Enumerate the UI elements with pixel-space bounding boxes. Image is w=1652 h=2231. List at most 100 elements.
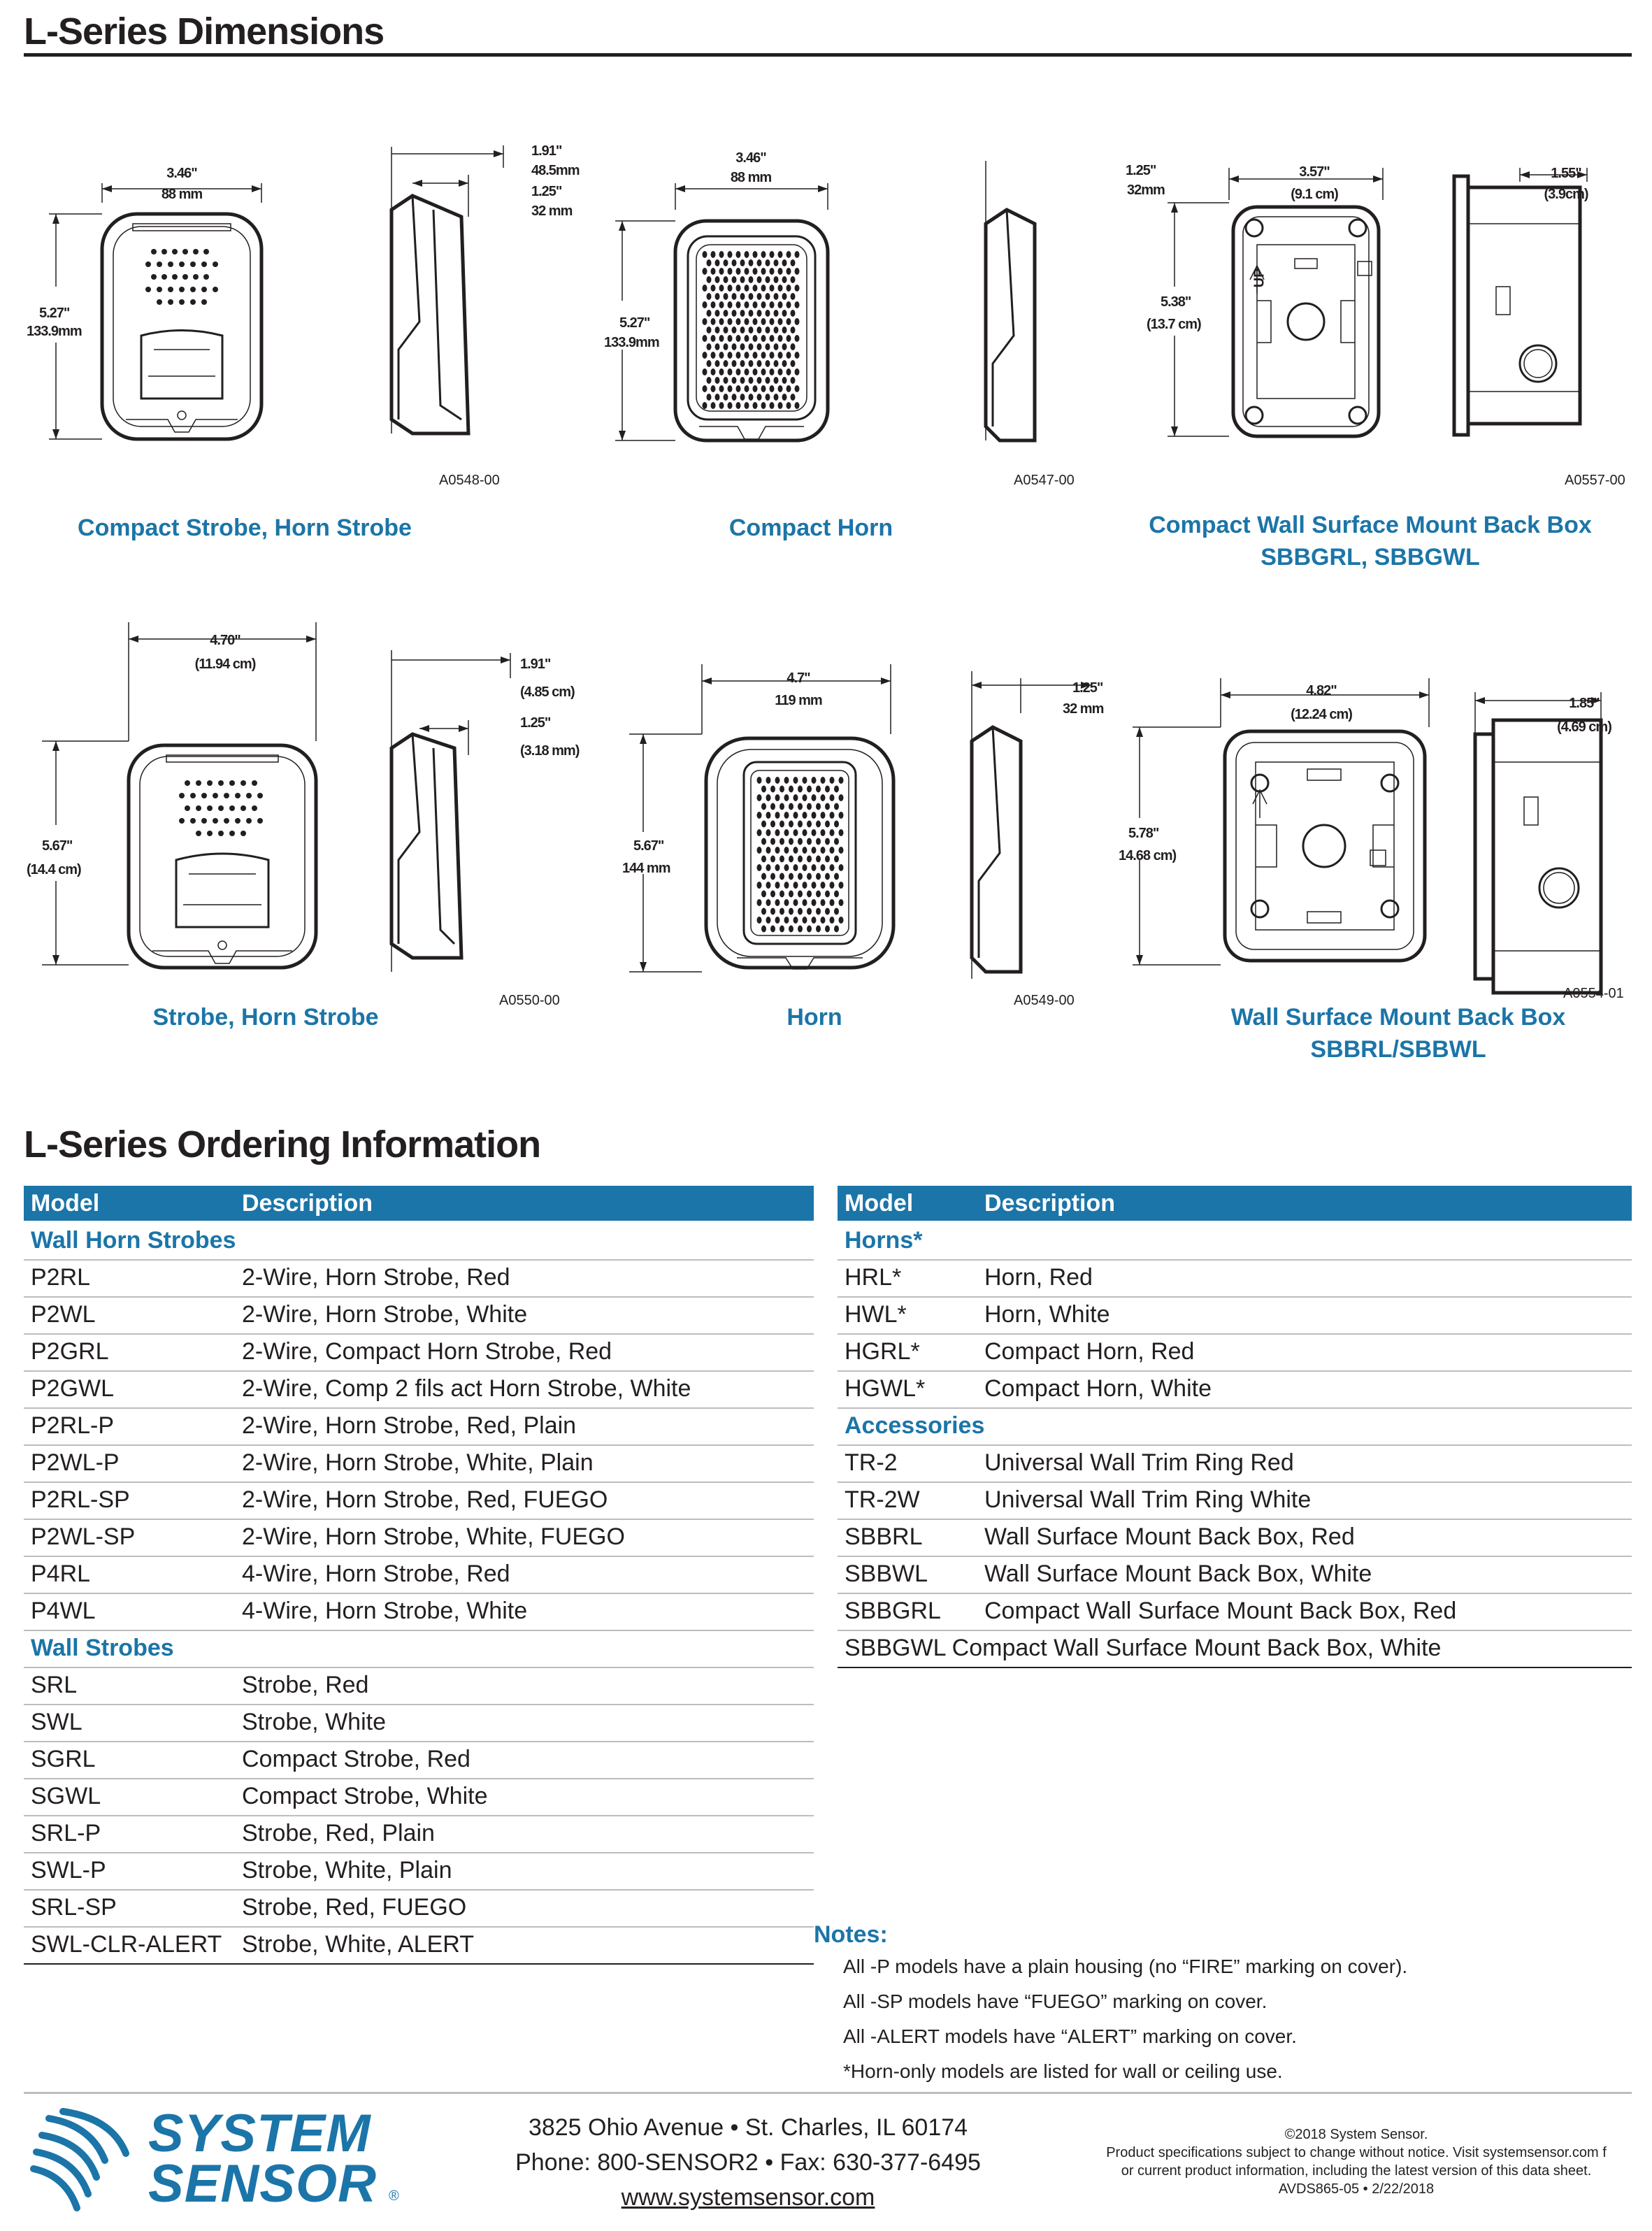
grille-hole bbox=[756, 829, 762, 836]
model-cell: P2WL bbox=[31, 1301, 96, 1328]
grille-hole bbox=[786, 352, 791, 359]
grille-hole bbox=[710, 402, 716, 409]
grille-hole bbox=[784, 847, 789, 854]
grille-hole bbox=[834, 820, 839, 828]
footer-website-link[interactable]: www.systemsensor.com bbox=[621, 2184, 875, 2211]
grille-hole bbox=[794, 251, 800, 258]
grille-hole bbox=[735, 301, 741, 308]
note-item: All -ALERT models have “ALERT” marking o… bbox=[843, 2025, 1297, 2047]
grille-hole bbox=[719, 301, 724, 308]
backbox-height: 5.78" bbox=[1128, 826, 1159, 841]
grille-hole bbox=[765, 310, 770, 317]
model-cell: P2RL-SP bbox=[31, 1486, 130, 1513]
grille-hole bbox=[710, 251, 716, 258]
grille-hole bbox=[825, 785, 830, 793]
grille-hole bbox=[793, 864, 798, 871]
grille-hole bbox=[775, 899, 780, 906]
grille-hole bbox=[723, 377, 728, 384]
grille-hole bbox=[807, 803, 812, 810]
grille-hole bbox=[769, 301, 775, 308]
grille-hole bbox=[756, 777, 762, 784]
grille-hole bbox=[765, 276, 770, 283]
grille-hole bbox=[748, 377, 754, 384]
grille-hole bbox=[789, 820, 793, 828]
compact-horn-height-metric: 133.9mm bbox=[604, 335, 660, 350]
grille-hole bbox=[761, 838, 766, 845]
grille-hole bbox=[731, 394, 737, 401]
grille-hole bbox=[702, 318, 708, 325]
grille-hole bbox=[765, 360, 770, 367]
grille-hole bbox=[777, 318, 783, 325]
grille-hole bbox=[723, 343, 728, 350]
grille-hole bbox=[761, 925, 766, 933]
grille-hole bbox=[706, 327, 712, 333]
grille-hole bbox=[773, 259, 779, 266]
grille-hole bbox=[756, 343, 762, 350]
compact-horn-width: 3.46" bbox=[735, 150, 766, 166]
grille-hole bbox=[798, 908, 803, 915]
grille-hole bbox=[838, 882, 844, 889]
model-cell: SBBGRL bbox=[845, 1598, 941, 1624]
grille-hole bbox=[731, 377, 737, 384]
grille-hole bbox=[794, 335, 800, 342]
grille-hole bbox=[766, 829, 771, 836]
grille-hole bbox=[780, 820, 784, 828]
grille-hole bbox=[756, 882, 762, 889]
grille-hole bbox=[790, 360, 796, 367]
grille-hole bbox=[702, 352, 708, 359]
model-cell: SRL bbox=[31, 1672, 78, 1698]
grille-hole bbox=[769, 402, 775, 409]
model-cell: HGWL* bbox=[845, 1375, 926, 1402]
grille-hole bbox=[786, 301, 791, 308]
grille-hole bbox=[834, 838, 839, 845]
grille-hole bbox=[790, 259, 796, 266]
horn-side-drawing bbox=[965, 671, 1091, 979]
system-sensor-logo-mark bbox=[21, 2104, 147, 2216]
grille-hole bbox=[702, 368, 708, 375]
grille-hole bbox=[793, 847, 798, 854]
compact-backbox-side-depth-metric: 32mm bbox=[1127, 182, 1165, 198]
grille-hole bbox=[770, 820, 775, 828]
compact-backbox-caption: Compact Wall Surface Mount Back Box bbox=[1149, 512, 1592, 538]
grille-hole bbox=[719, 368, 724, 375]
grille-hole bbox=[723, 259, 728, 266]
grille-hole bbox=[735, 335, 741, 342]
grille-hole bbox=[761, 785, 766, 793]
footer-address: 3825 Ohio Avenue • St. Charles, IL 60174 bbox=[528, 2114, 968, 2141]
grille-hole bbox=[770, 925, 775, 933]
grille-hole bbox=[761, 368, 766, 375]
model-cell: SWL-P bbox=[31, 1857, 106, 1884]
backbox-dim-lines bbox=[1119, 678, 1440, 972]
grille-hole bbox=[731, 360, 737, 367]
grille-hole bbox=[777, 402, 783, 409]
grille-hole bbox=[735, 285, 741, 292]
grille-hole bbox=[710, 352, 716, 359]
grille-hole bbox=[793, 829, 798, 836]
left-header-description: Description bbox=[242, 1190, 373, 1217]
grille-hole bbox=[714, 276, 720, 283]
right-header-model: Model bbox=[845, 1190, 914, 1217]
grille-hole bbox=[838, 899, 844, 906]
grille-hole bbox=[756, 360, 762, 367]
footer-phone: Phone: 800-SENSOR2 • Fax: 630-377-6495 bbox=[515, 2149, 981, 2176]
grille-hole bbox=[775, 847, 780, 854]
grille-hole bbox=[723, 310, 728, 317]
footer-doc-id: AVDS865-05 • 2/22/2018 bbox=[1278, 2181, 1435, 2197]
grille-hole bbox=[807, 873, 812, 880]
grille-hole bbox=[723, 276, 728, 283]
grille-hole bbox=[740, 293, 745, 300]
grille-hole bbox=[811, 812, 817, 819]
table-group-row: Wall Strobes bbox=[24, 1630, 814, 1668]
table-row: HWL*Horn, White bbox=[838, 1296, 1632, 1335]
grille-hole bbox=[752, 385, 758, 392]
grille-hole bbox=[727, 251, 733, 258]
grille-hole bbox=[731, 259, 737, 266]
